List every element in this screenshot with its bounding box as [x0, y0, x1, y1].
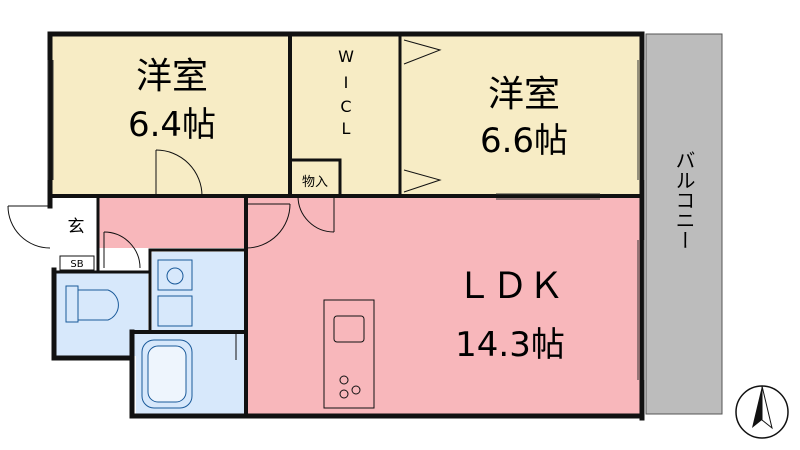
- balcony-floor: [646, 34, 722, 414]
- balcony-label: バルコニー: [672, 150, 696, 250]
- western-room-left-floor: [52, 34, 290, 196]
- bathtub-fixture: [141, 339, 193, 409]
- kitchen-counter: [323, 299, 375, 409]
- western-room-left-name: 洋室: [136, 56, 208, 97]
- entrance-floor: [56, 206, 98, 258]
- wic-label-w: W: [338, 47, 354, 66]
- ldk-name: ＬＤＫ: [456, 266, 564, 307]
- balcony-outline: [645, 33, 723, 415]
- wic-label-i: I: [344, 73, 349, 92]
- doors: [7, 39, 442, 360]
- shoe-box-label: SB: [70, 259, 83, 270]
- wic-label-l: L: [342, 119, 351, 138]
- western-room-right-floor: [402, 34, 640, 196]
- storage-floor: [292, 160, 338, 196]
- toilet-fixture: [65, 285, 119, 323]
- walls: [47, 31, 645, 421]
- western-room-right-name: 洋室: [488, 74, 560, 115]
- western-room-right-size: 6.6帖: [480, 121, 568, 161]
- shoe-box: [59, 255, 95, 271]
- north-arrow-icon: [735, 385, 789, 439]
- western-room-left-size: 6.4帖: [128, 105, 216, 145]
- windows: [47, 60, 645, 380]
- storage-label: 物入: [302, 175, 328, 190]
- wic-label-c: C: [340, 97, 351, 116]
- hall-floor: [98, 196, 246, 248]
- washbasin-fixture: [157, 259, 193, 327]
- ldk-size: 14.3帖: [455, 325, 565, 365]
- entrance-label: 玄: [68, 217, 85, 237]
- ldk-floor: [246, 196, 640, 414]
